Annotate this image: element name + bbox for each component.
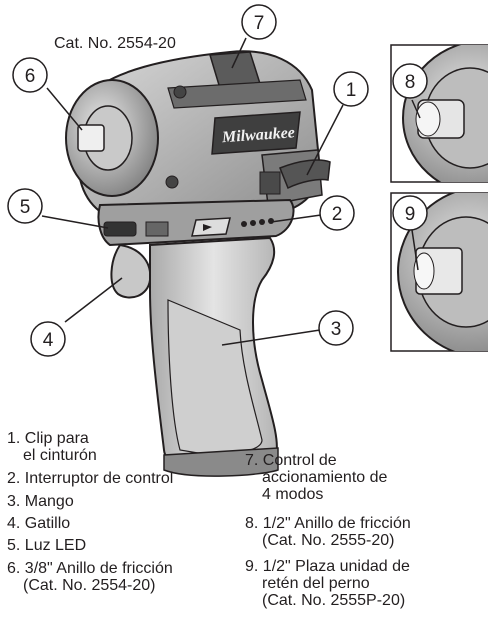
- callout-9: 9: [392, 195, 428, 231]
- callout-4: 4: [30, 321, 66, 357]
- callout-5: 5: [7, 188, 43, 224]
- svg-text:6: 6: [25, 66, 36, 87]
- legend-item-7-line1: 7. Control de: [245, 452, 337, 469]
- inset-friction-ring-half-inch: [390, 44, 488, 183]
- legend-item-2: 2. Interruptor de control: [7, 470, 174, 487]
- svg-text:7: 7: [254, 13, 265, 34]
- callout-7: 7: [241, 4, 277, 40]
- svg-text:8: 8: [405, 72, 416, 93]
- brand-logo: Milwaukee: [221, 124, 296, 146]
- callout-6: 6: [12, 57, 48, 93]
- legend-item-5: 5. Luz LED: [7, 537, 87, 554]
- svg-text:5: 5: [20, 197, 31, 218]
- leader-lines: [41, 37, 421, 346]
- svg-text:4: 4: [43, 330, 54, 351]
- tool-head: Milwaukee: [65, 50, 331, 222]
- svg-text:1: 1: [346, 80, 357, 101]
- legend-item-4: 4. Gatillo: [7, 515, 71, 532]
- tool-handle: [149, 236, 279, 477]
- legend-item-6-line1: 6. 3/8" Anillo de fricción: [7, 560, 173, 577]
- svg-text:3: 3: [331, 319, 342, 340]
- svg-text:9: 9: [405, 204, 416, 225]
- svg-text:2: 2: [332, 204, 343, 225]
- legend-item-3: 3. Mango: [7, 493, 74, 510]
- legend-item-7-line2: accionamiento de: [262, 469, 388, 486]
- callout-3: 3: [318, 310, 354, 346]
- legend-item-6-line2: (Cat. No. 2554-20): [23, 577, 156, 594]
- legend-item-9-line1: 9. 1/2" Plaza unidad de: [245, 558, 410, 575]
- callout-1: 1: [333, 71, 369, 107]
- legend-item-8-line1: 8. 1/2" Anillo de fricción: [245, 515, 411, 532]
- legend-item-9-line2: retén del perno: [262, 575, 370, 592]
- callout-8: 8: [392, 63, 428, 99]
- legend-item-9-line3: (Cat. No. 2555P-20): [262, 592, 406, 609]
- tool-lower-body: [97, 198, 295, 299]
- legend-item-8-line2: (Cat. No. 2555-20): [262, 532, 395, 549]
- catalog-number: Cat. No. 2554-20: [54, 35, 176, 52]
- legend-item-1-line1: 1. Clip para: [7, 430, 89, 447]
- legend-item-1-line2: el cinturón: [23, 447, 97, 464]
- legend-item-7-line3: 4 modos: [262, 486, 324, 503]
- callout-2: 2: [319, 195, 355, 231]
- callouts: 1 2 3 4 5 6 7 8 9: [7, 4, 428, 357]
- inset-pin-detent-anvil: [390, 192, 488, 352]
